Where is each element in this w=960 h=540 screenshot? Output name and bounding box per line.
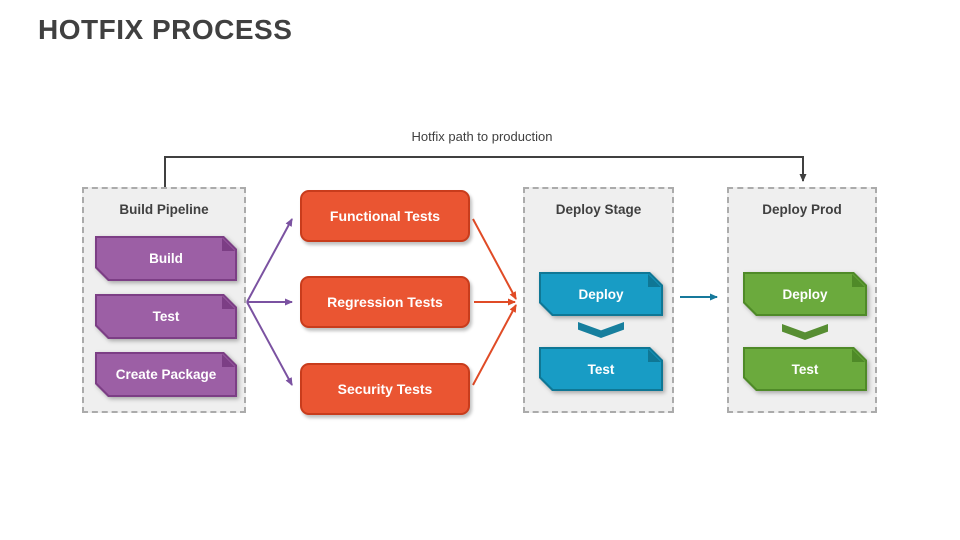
create-package-step-box: Create Package [95,352,237,397]
page-title: HOTFIX PROCESS [38,14,293,45]
test-step-box: Test [95,294,237,339]
arrow-security-to-stage [472,304,517,386]
folded-corner-icon [852,274,865,287]
security-tests-label: Security Tests [337,381,433,397]
regression-tests-label: Regression Tests [327,294,443,310]
folded-corner-icon [852,349,865,362]
prod-deploy-label: Deploy [782,286,828,302]
hotfix-path-arrow [164,156,807,187]
folded-corner-icon [648,274,661,287]
stage-test-box: Test [539,347,663,391]
chevron-down-icon [782,324,828,340]
create-package-step-label: Create Package [115,367,217,382]
folded-corner-icon [222,354,235,367]
deploy-stage-title: Deploy Stage [555,202,642,217]
test-step-label: Test [152,309,180,324]
deploy-prod-title: Deploy Prod [762,202,842,217]
hotfix-path-label: Hotfix path to production [411,129,553,144]
arrow-functional-to-stage [472,218,517,300]
build-pipeline-title: Build Pipeline [119,202,209,217]
prod-test-box: Test [743,347,867,391]
stage-deploy-box: Deploy [539,272,663,316]
deploy-stage-panel: Deploy Stage Deploy Test [523,187,674,413]
folded-corner-icon [222,296,235,309]
folded-corner-icon [222,238,235,251]
security-tests-box: Security Tests [300,363,470,415]
arrow-build-to-security [246,301,293,386]
stage-deploy-label: Deploy [578,286,624,302]
chevron-down-icon [578,322,624,338]
functional-tests-box: Functional Tests [300,190,470,242]
folded-corner-icon [648,349,661,362]
build-step-label: Build [149,251,183,266]
stage-test-label: Test [587,361,615,377]
functional-tests-label: Functional Tests [329,208,441,224]
regression-tests-box: Regression Tests [300,276,470,328]
build-step-box: Build [95,236,237,281]
deploy-prod-panel: Deploy Prod Deploy Test [727,187,877,413]
build-pipeline-panel: Build Pipeline Build Test Create Package [82,187,246,413]
prod-test-label: Test [791,361,819,377]
prod-deploy-box: Deploy [743,272,867,316]
arrow-build-to-functional [246,218,293,303]
